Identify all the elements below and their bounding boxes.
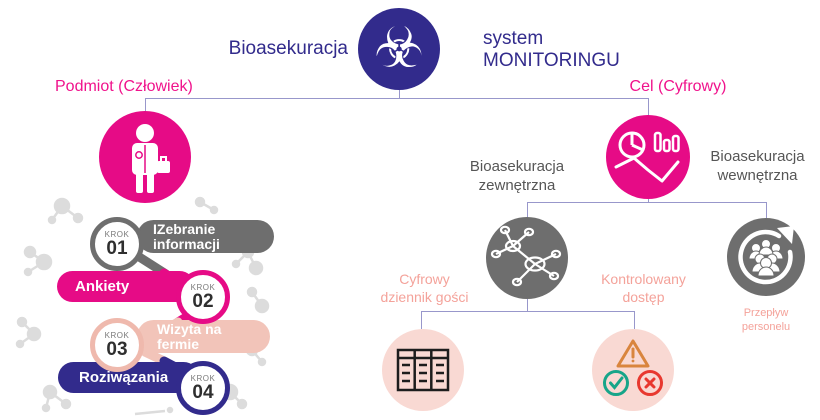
label-dostep-line1: Kontrolowany [601,271,686,287]
branch-label-podmiot: Podmiot (Człowiek) [55,78,193,95]
step2-label: Ankiety [75,278,130,295]
title-system-monitoringu: system MONITORINGU [483,28,673,72]
title-line-system: system [483,28,544,49]
internal-biosecurity-node [727,218,805,296]
step1-number: 01 [106,237,128,259]
connector-root-drop [399,90,400,98]
label-zewnetrzna-line1: Bioasekuracja [469,158,565,175]
digital-node [606,115,690,199]
connector-network-bottom [527,299,528,311]
step1-circle: KROK 01 [90,217,144,271]
warning-check-cross-icon [603,339,663,396]
step3-pill: Wizyta na fermie [137,320,270,353]
warning-triangle-icon [616,339,650,368]
label-bioasekuracja-zewnetrzna: Bioasekuracja zewnętrzna [453,157,581,195]
connector-table-drop [421,311,422,329]
connector-right-drop [648,98,649,116]
step4-number: 04 [192,381,214,403]
check-circle-icon [603,370,629,396]
label-wewnetrzna-line2: wewnętrzna [717,167,798,184]
controlled-access-node [592,329,674,411]
title-line-monitoringu: MONITORINGU [483,50,620,71]
step2-krok-word: KROK [190,282,216,292]
guest-log-node [382,329,464,411]
connector-low-horizontal [421,311,634,312]
connector-people-drop [766,202,767,218]
step1-label-line1: IZebranie [153,220,216,237]
connector-alert-drop [634,311,635,329]
step1-label-line2: informacji [153,235,220,252]
label-przeplyw-line1: Przepływ [743,307,789,319]
analytics-charts-icon [614,131,680,183]
connector-mid-horizontal [527,202,767,203]
label-dostep-line2: dostęp [622,289,665,305]
network-molecule-icon [490,225,562,287]
label-przeplyw-line2: personelu [741,321,791,333]
root-node: ☣ [358,8,440,90]
step2-number: 02 [192,290,214,312]
step3-krok-word: KROK [104,330,130,340]
step2-pill: Ankiety [57,271,195,302]
step1-pill: IZebranie informacji [137,220,274,253]
biohazard-icon: ☣ [373,16,425,81]
label-wewnetrzna-line1: Bioasekuracja [710,148,805,165]
title-bioasekuracja: Bioasekuracja [228,38,348,59]
step3-label-line2: fermie [157,335,200,352]
branch-label-cel: Cel (Cyfrowy) [629,78,727,95]
step3-label-line1: Wizyta na [157,320,222,337]
label-bioasekuracja-wewnetrzna: Bioasekuracja wewnętrzna [695,147,820,185]
step4-krok-word: KROK [190,373,216,383]
connector-main-horizontal [145,98,649,99]
external-biosecurity-node [486,217,568,299]
step3-circle: KROK 03 [90,318,144,372]
connector-left-drop [145,98,146,113]
label-przeplyw-personelu: Przepływ personelu [727,306,805,334]
cross-circle-icon [637,370,663,396]
doctor-person-icon [132,124,170,193]
connector-network-drop [527,202,528,218]
label-cyfrowy-dziennik: Cyfrowy dziennik gości [361,270,488,306]
personnel-cycle-icon [738,226,794,285]
step3-number: 03 [106,338,128,360]
label-dziennik-line2: dziennik gości [380,289,469,305]
table-ledger-icon [396,348,450,392]
step4-label: Roziwązania [79,369,169,386]
label-dziennik-line1: Cyfrowy [399,271,450,287]
step2-circle: KROK 02 [176,270,230,324]
label-zewnetrzna-line2: zewnętrzna [478,177,556,194]
connector-chart-drop [648,199,649,203]
label-kontrolowany-dostep: Kontrolowany dostęp [580,270,707,306]
human-node [99,111,191,203]
step1-krok-word: KROK [104,229,130,239]
step4-circle: KROK 04 [176,361,230,415]
